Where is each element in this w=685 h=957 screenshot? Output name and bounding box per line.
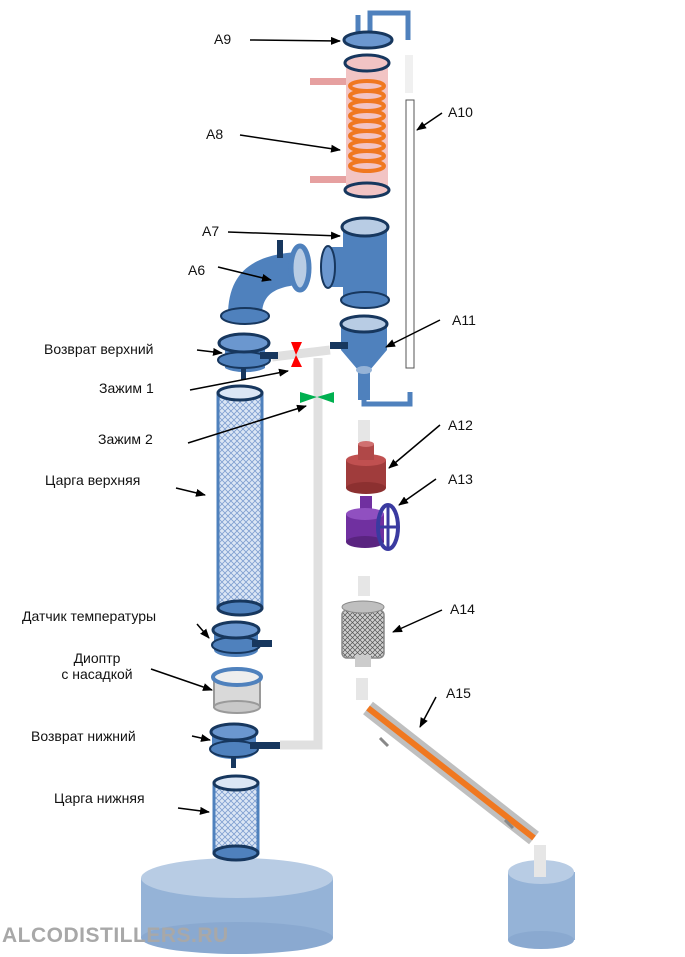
label-diopter-line1: Диоптр — [73, 650, 121, 666]
a10-vertical-tube — [405, 99, 415, 369]
column-lower — [212, 774, 260, 862]
return-upper-fitting — [217, 332, 278, 380]
column-upper — [216, 384, 264, 617]
a9-top-cap — [342, 10, 413, 93]
label-a9: A9 — [214, 31, 232, 47]
return-lower-fitting — [209, 722, 280, 768]
a14-filter — [341, 576, 385, 700]
label-a12: A12 — [448, 417, 473, 433]
a13-needle-valve — [346, 496, 400, 551]
label-a8: A8 — [206, 126, 224, 142]
label-a11: A11 — [452, 312, 476, 328]
label-a14: A14 — [450, 601, 475, 617]
label-return-lower: Возврат нижний — [31, 728, 136, 744]
temperature-sensor-fitting — [211, 620, 272, 657]
label-clamp-1: Зажим 1 — [99, 380, 154, 396]
label-diopter-line2: с насадкой — [61, 666, 133, 682]
a8-coil — [348, 79, 386, 173]
a7-tee — [320, 216, 390, 309]
label-temp-sensor: Датчик температуры — [22, 608, 157, 624]
label-clamp-2: Зажим 2 — [98, 431, 153, 447]
label-a15: A15 — [446, 685, 471, 701]
label-a13: A13 — [448, 471, 473, 487]
label-a10: A10 — [448, 104, 473, 120]
a8-reflux-condenser — [310, 53, 391, 199]
label-a7: A7 — [202, 223, 220, 239]
return-line — [271, 345, 331, 750]
watermark: ALCODISTILLERS.RU — [2, 924, 229, 947]
a15-product-cooler — [363, 701, 546, 877]
label-column-lower: Царга нижняя — [54, 790, 145, 806]
boiler-left — [141, 858, 333, 954]
a12-component — [346, 441, 386, 494]
pointer-arrows — [150, 36, 443, 815]
a6-elbow — [220, 240, 312, 325]
label-return-upper: Возврат верхний — [44, 341, 154, 357]
a11-funnel — [330, 314, 413, 442]
label-a6: A6 — [188, 262, 206, 278]
label-diopter: Диоптр с насадкой — [42, 650, 152, 682]
clamp-1-valve — [291, 342, 302, 367]
clamp-2-valve — [300, 392, 334, 403]
label-column-upper: Царга верхняя — [45, 472, 141, 488]
diopter-sight-glass — [211, 667, 263, 714]
